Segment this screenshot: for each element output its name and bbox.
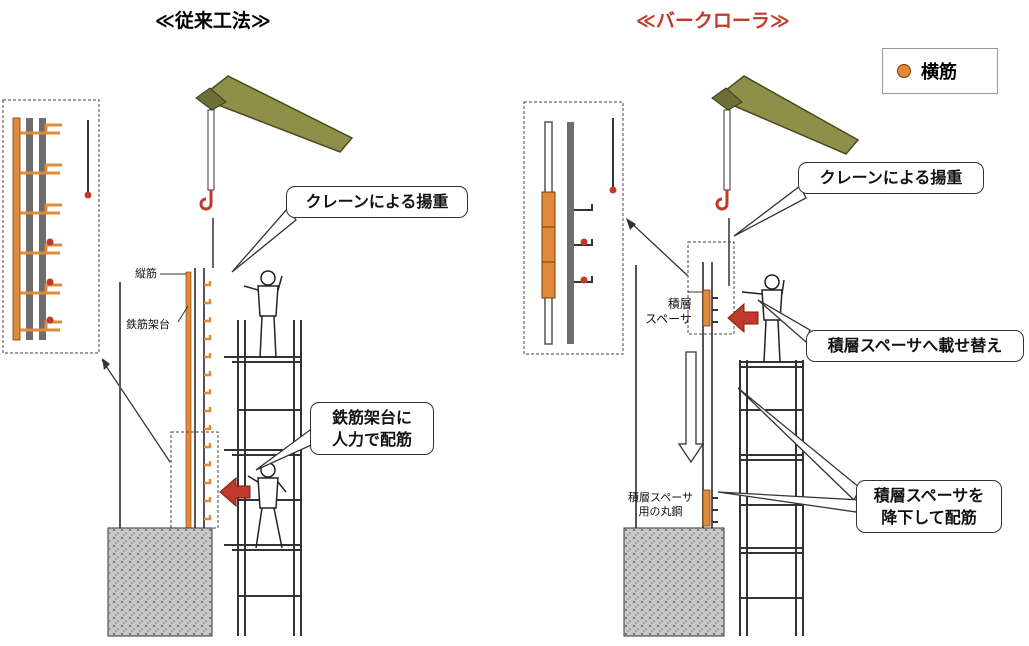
- label-spacer: 積層 スペーサ: [645, 297, 692, 327]
- right-spacer-bottom: [702, 489, 711, 527]
- left-leader-arrow: [101, 359, 171, 463]
- left-crane: [195, 75, 354, 268]
- callout-left-manual: 鉄筋架台に 人力で配筋: [310, 402, 434, 456]
- left-worker-bottom: [247, 462, 287, 549]
- label-spacer-line1: 積層: [667, 297, 692, 311]
- callout-left-manual-line2: 人力で配筋: [331, 429, 412, 449]
- right-red-arrow: [727, 302, 759, 334]
- right-detail-rebars: [541, 118, 617, 345]
- right-leader-arrow: [627, 219, 689, 277]
- left-red-arrow: [219, 476, 251, 508]
- legend-dot-icon: [897, 64, 911, 78]
- left-worker-top: [243, 270, 283, 359]
- callout-left-manual-line1: 鉄筋架台に: [331, 408, 412, 427]
- left-rebar-rack: [185, 271, 192, 531]
- title-bar-crawler: ≪バークローラ≫: [636, 10, 790, 32]
- callout-right-lower: 積層スペーサを 降下して配筋: [856, 480, 1002, 534]
- right-detail-box: [523, 101, 624, 355]
- label-round-bar-line2: 用の丸鋼: [638, 504, 683, 518]
- callout-right-lower-line1: 積層スペーサを: [873, 486, 985, 505]
- callout-right-lower-line2: 降下して配筋: [881, 507, 977, 527]
- callout-right-crane: クレーンによる揚重: [798, 162, 984, 194]
- label-round-bar-line1: 積層スペーサ: [628, 491, 694, 504]
- left-detail-box: [2, 99, 100, 354]
- callout-right-transfer: 積層スペーサへ載せ替え: [806, 330, 1024, 362]
- right-crane: [711, 75, 860, 286]
- left-detail-rebars: [12, 117, 92, 341]
- legend: 横筋: [882, 48, 998, 94]
- label-kadai: 鉄筋架台: [126, 318, 170, 331]
- label-spacer-line2: スペーサ: [645, 312, 692, 326]
- label-tateskin: 縦筋: [135, 267, 157, 280]
- right-concrete-foundation: [623, 527, 725, 637]
- right-diagram: [523, 75, 861, 637]
- left-diagram: [2, 75, 354, 637]
- callout-left-crane: クレーンによる揚重: [286, 186, 468, 218]
- label-round-bar: 積層スペーサ 用の丸鋼: [628, 491, 693, 519]
- legend-label: 横筋: [921, 62, 957, 83]
- right-descend-arrow: [677, 351, 705, 464]
- title-conventional: ≪従来工法≫: [155, 10, 271, 32]
- left-concrete-foundation: [107, 527, 213, 637]
- right-spacer-top: [702, 289, 711, 327]
- left-scaffold: [224, 320, 302, 636]
